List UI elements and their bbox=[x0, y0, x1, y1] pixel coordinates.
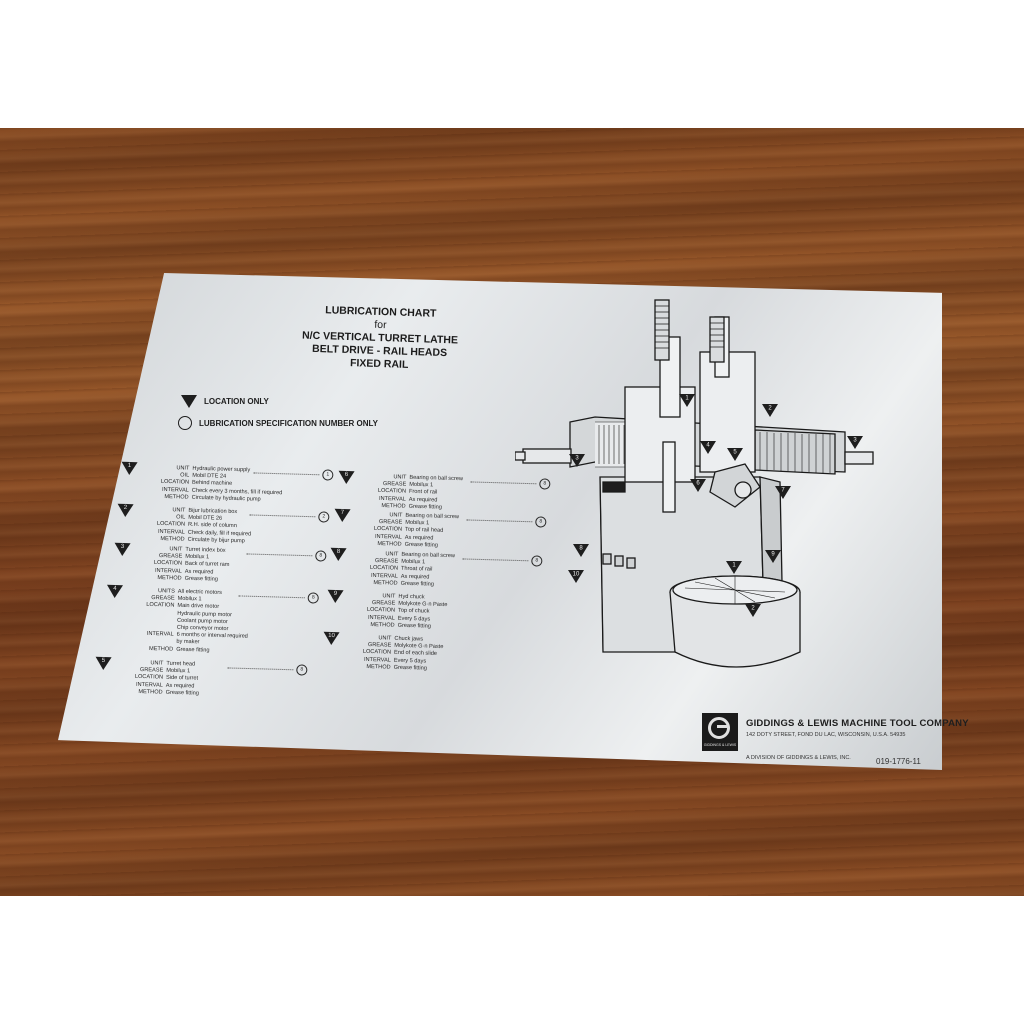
entry-number: 6 bbox=[344, 471, 349, 479]
entry-row-key: METHOD bbox=[381, 502, 406, 510]
entry-number: 4 bbox=[113, 585, 117, 593]
entry-number: 9 bbox=[333, 590, 338, 598]
entry-row-value: Grease fitting bbox=[165, 689, 199, 697]
diagram-marker-triangle-icon: 2 bbox=[745, 604, 761, 617]
diagram-marker-number: 6 bbox=[696, 481, 700, 487]
entry-row-value: Grease fitting bbox=[393, 664, 427, 672]
entry-number-triangle-icon: 9 bbox=[327, 589, 344, 604]
circle-marker-icon bbox=[178, 416, 192, 430]
entry-number: 7 bbox=[340, 509, 345, 517]
diagram-marker-number: 2 bbox=[768, 406, 772, 412]
diagram-marker-number: 3 bbox=[853, 438, 857, 444]
turret-lathe-diagram: 1 2 3 4 5 6 7 8 9 10 1 2 3 bbox=[515, 299, 874, 668]
entry-number-triangle-icon: 10 bbox=[323, 631, 340, 646]
diagram-marker-triangle-icon: 1 bbox=[726, 561, 742, 574]
diagram-marker-number: 10 bbox=[573, 572, 580, 578]
entry-row-key: METHOD bbox=[160, 535, 185, 543]
entry-number: 8 bbox=[336, 548, 341, 556]
company-nameplate: GIDDINGS & LEWIS GIDDINGS & LEWIS MACHIN… bbox=[702, 713, 969, 761]
triangle-marker-icon bbox=[181, 395, 197, 408]
entry-number-triangle-icon: 3 bbox=[114, 542, 131, 557]
company-name: GIDDINGS & LEWIS MACHINE TOOL COMPANY bbox=[746, 718, 969, 729]
entry-row-value: Grease fitting bbox=[184, 575, 218, 583]
entry-row-value: Grease fitting bbox=[397, 622, 431, 630]
diagram-marker-triangle-icon: 8 bbox=[573, 544, 589, 557]
entry-row-key: METHOD bbox=[373, 579, 398, 587]
diagram-marker-number: 1 bbox=[685, 396, 689, 402]
diagram-marker-number: 7 bbox=[781, 488, 785, 494]
legend-spec-number: LUBRICATION SPECIFICATION NUMBER ONLY bbox=[178, 416, 378, 430]
giddings-lewis-logo: GIDDINGS & LEWIS bbox=[702, 713, 738, 751]
logo-g-bar bbox=[717, 725, 728, 728]
diagram-marker-number: 2 bbox=[751, 606, 755, 612]
entry-row-value: Grease fitting bbox=[400, 580, 434, 588]
diagram-marker-triangle-icon: 1 bbox=[679, 394, 695, 407]
diagram-marker-triangle-icon: 10 bbox=[568, 570, 584, 583]
entry-number-triangle-icon: 1 bbox=[121, 461, 138, 476]
entry-number-triangle-icon: 5 bbox=[95, 656, 112, 671]
chart-title: LUBRICATION CHART for N/C VERTICAL TURRE… bbox=[279, 303, 481, 374]
company-division: A DIVISION OF GIDDINGS & LEWIS, INC. bbox=[746, 755, 851, 761]
legend-location-label: LOCATION ONLY bbox=[204, 397, 269, 406]
entry-number-triangle-icon: 2 bbox=[117, 503, 134, 518]
entry-row-key: METHOD bbox=[377, 540, 402, 548]
company-address: 142 DOTY STREET, FOND DU LAC, WISCONSIN,… bbox=[746, 732, 906, 738]
diagram-marker-number: 8 bbox=[579, 546, 583, 552]
entry-row-key: METHOD bbox=[148, 645, 174, 653]
entry-number: 1 bbox=[127, 462, 132, 470]
entry-row-key: METHOD bbox=[366, 663, 391, 671]
entry-row-key: METHOD bbox=[370, 621, 395, 629]
diagram-marker-number: 1 bbox=[732, 563, 736, 569]
entry-number: 5 bbox=[101, 657, 106, 665]
diagram-marker-triangle-icon: 3 bbox=[847, 436, 863, 449]
diagram-marker-number: 3 bbox=[575, 456, 579, 462]
entry-row-key: METHOD bbox=[157, 574, 182, 582]
entry-number: 2 bbox=[123, 504, 128, 512]
entry-number: 10 bbox=[328, 632, 335, 640]
diagram-marker-triangle-icon: 9 bbox=[765, 550, 781, 563]
diagram-marker-triangle-icon: 6 bbox=[690, 479, 706, 492]
entry-number-triangle-icon: 8 bbox=[330, 547, 347, 562]
entry-row-value: Grease fitting bbox=[404, 541, 438, 549]
entry-number-triangle-icon: 6 bbox=[338, 470, 355, 485]
diagram-marker-triangle-icon: 3 bbox=[569, 454, 585, 467]
entry-row-key: METHOD bbox=[164, 493, 189, 501]
entry-number-triangle-icon: 7 bbox=[334, 508, 351, 523]
diagram-marker-triangle-icon: 2 bbox=[762, 404, 778, 417]
entry-row-value: Grease fitting bbox=[408, 503, 442, 511]
legend-spec-label: LUBRICATION SPECIFICATION NUMBER ONLY bbox=[199, 418, 378, 428]
diagram-marker-number: 9 bbox=[771, 552, 775, 558]
entry-number: 3 bbox=[120, 543, 125, 551]
entry-row-value: Grease fitting bbox=[176, 646, 210, 654]
entry-number-triangle-icon: 4 bbox=[106, 584, 124, 599]
legend-location-only: LOCATION ONLY bbox=[181, 395, 269, 408]
part-number: 019-1776-11 bbox=[876, 757, 921, 766]
entry-row-key: METHOD bbox=[138, 688, 163, 696]
diagram-marker-triangle-icon: 5 bbox=[727, 448, 743, 461]
aluminum-lubrication-plate bbox=[58, 273, 942, 770]
diagram-marker-triangle-icon: 4 bbox=[700, 441, 716, 454]
logo-g-mark-icon bbox=[708, 717, 730, 739]
diagram-marker-number: 4 bbox=[706, 443, 710, 449]
diagram-marker-number: 5 bbox=[733, 450, 737, 456]
logo-lettering: GIDDINGS & LEWIS bbox=[703, 743, 737, 747]
diagram-marker-layer: 1 2 3 4 5 6 7 8 9 10 1 2 3 bbox=[568, 394, 863, 617]
diagram-marker-triangle-icon: 7 bbox=[775, 486, 791, 499]
